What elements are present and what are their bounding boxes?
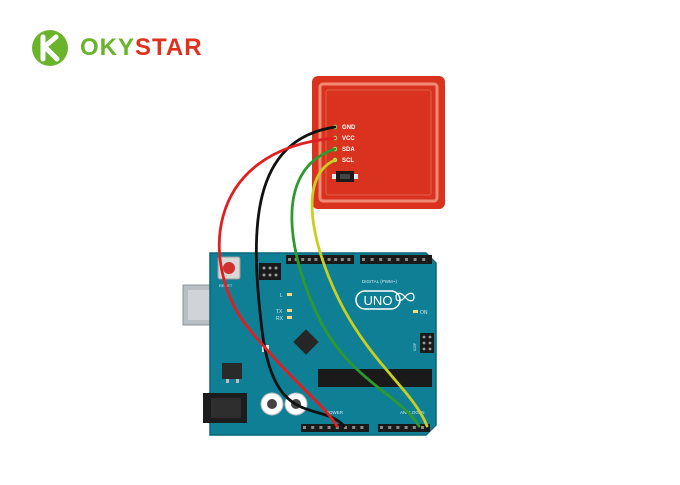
wire-gnd (254, 125, 346, 428)
digital-header-pins-right (362, 258, 426, 261)
header-pin (319, 426, 323, 429)
on-label: ON (420, 310, 428, 316)
header-pin (413, 258, 417, 261)
usb-chip (293, 329, 319, 355)
header-pin (327, 426, 331, 429)
header-pin (347, 258, 351, 261)
header-pin (352, 426, 356, 429)
brand-name-part2: STAR (135, 34, 203, 61)
brand-name: OKYSTAR (80, 34, 203, 62)
header-pin (370, 258, 374, 261)
header-pin (362, 258, 365, 261)
header-pin (387, 258, 391, 261)
led-on (413, 310, 418, 313)
jumper-wires (217, 125, 429, 428)
analog-header (378, 424, 430, 432)
digital-header (286, 255, 432, 264)
microcontroller-chip (318, 369, 432, 387)
analog-label: ANALOG IN (400, 410, 425, 415)
power-header-pins (303, 426, 364, 429)
power-header (301, 424, 369, 432)
led-label-l: L (280, 293, 283, 299)
header-pin (314, 258, 318, 261)
wire-sda (290, 147, 421, 428)
module-antenna-coil (318, 82, 439, 203)
digital-label: DIGITAL (PWM~) (362, 279, 397, 284)
header-pin (396, 258, 400, 261)
brand-logo: OKYSTAR (30, 28, 203, 68)
header-pin (421, 426, 424, 429)
pin-label-scl: SCL (342, 158, 354, 164)
header-pin (340, 258, 344, 261)
voltage-regulator (222, 363, 242, 379)
module-pcb (312, 76, 445, 209)
header-pin (412, 426, 416, 429)
wire-vcc (217, 136, 339, 428)
power-label: POWER (326, 410, 344, 415)
header-pin (288, 258, 291, 261)
header-pin (379, 258, 383, 261)
k-leaf-logo-icon (32, 30, 68, 66)
led-label-tx: TX (276, 309, 283, 315)
icsp-label: ICSP (413, 342, 417, 351)
header-pin (380, 426, 383, 429)
analog-header-pins (380, 426, 424, 429)
module-antenna-inner (325, 89, 432, 196)
wire-scl (310, 158, 429, 428)
nfc-module: GND VCC SDA SCL (312, 76, 445, 209)
header-pin (396, 426, 400, 429)
reset-button-cap (223, 262, 235, 274)
pin-label-sda: SDA (342, 147, 355, 153)
arduino-infinity-icon (395, 292, 415, 302)
header-pin (422, 258, 426, 261)
header-pin (327, 258, 331, 261)
header-pin (301, 258, 305, 261)
header-pin (344, 426, 347, 429)
module-chip (332, 171, 358, 182)
uno-logo-frame (355, 290, 401, 310)
led-tx (287, 309, 292, 312)
led-label-rx: RX (276, 316, 284, 322)
header-pin (307, 258, 311, 261)
header-pin (388, 426, 392, 429)
brand-name-part1: OKY (80, 34, 136, 61)
pin-label-gnd: GND (342, 125, 356, 131)
header-pin (404, 426, 408, 429)
led-l (287, 293, 292, 296)
uno-logo-text: UNO (364, 293, 393, 308)
arduino-uno-board: RESET DIGITAL (PWM~) UNO (182, 252, 437, 436)
icsp-header-right (420, 333, 434, 353)
power-jack-inner (211, 398, 241, 418)
header-pin (334, 258, 338, 261)
pin-label-vcc: VCC (342, 136, 355, 142)
header-pin (360, 426, 364, 429)
header-pin (335, 426, 339, 429)
header-pin (405, 258, 408, 261)
header-pin (303, 426, 306, 429)
header-pin (311, 426, 315, 429)
icsp-header-top (259, 263, 281, 280)
led-rx (287, 316, 292, 319)
